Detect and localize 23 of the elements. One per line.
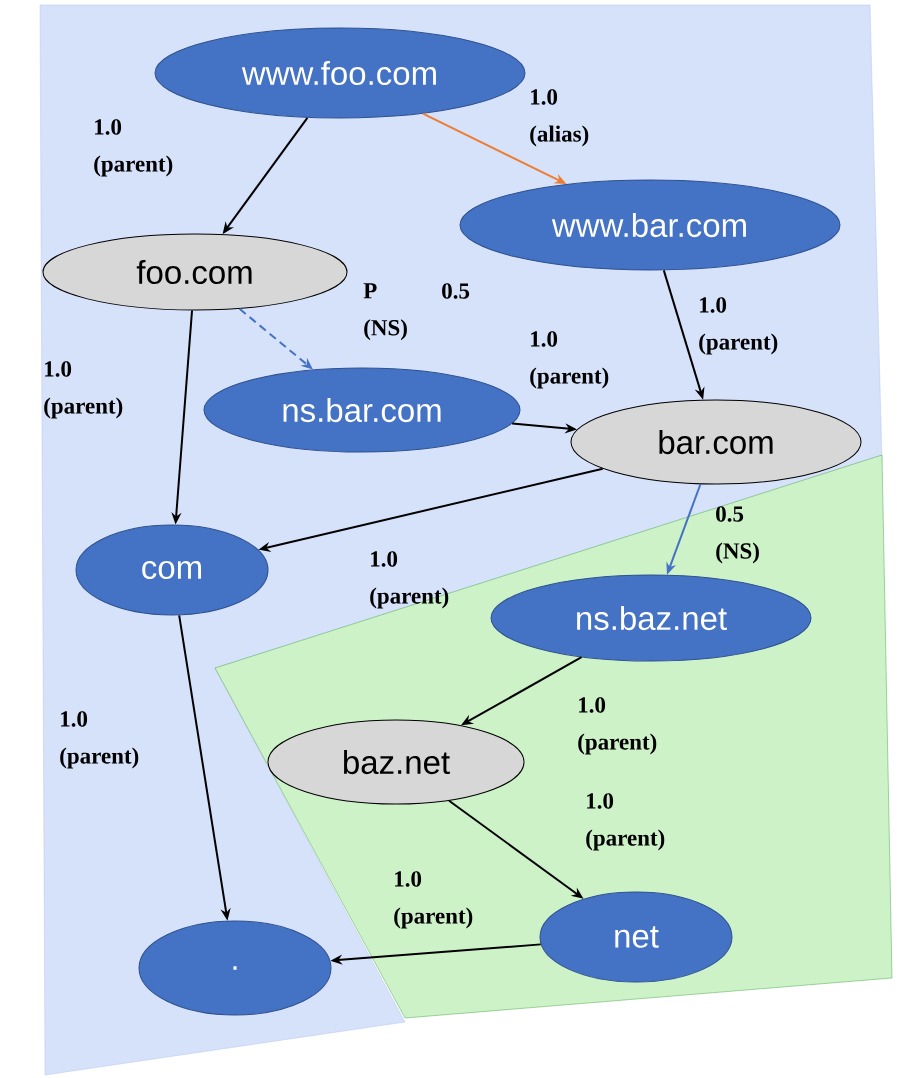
ellipse-node: net xyxy=(539,891,733,983)
ellipse-node: com xyxy=(75,524,269,616)
ellipse-node: baz.net xyxy=(267,719,525,805)
edge-label: 0.5 (NS) xyxy=(716,506,759,564)
ellipse-node: www.foo.com xyxy=(154,27,526,119)
edge-label: P (NS) xyxy=(363,283,407,341)
ellipse-node: ns.baz.net xyxy=(490,574,812,662)
edge-label: 1.0 (parent) xyxy=(578,697,657,755)
ellipse-node: . xyxy=(138,920,332,1016)
weight-label: 0.5 xyxy=(442,283,470,299)
edge-label: 1.0 (parent) xyxy=(94,119,173,177)
edge-label: 1.0 (parent) xyxy=(530,331,609,389)
edge-label: 1.0 (parent) xyxy=(44,361,123,419)
ellipse-node: bar.com xyxy=(570,399,862,485)
edge-label: 1.0 (parent) xyxy=(394,871,473,929)
edge-label: 1.0 (parent) xyxy=(699,297,778,355)
edge-label: 1.0 (alias) xyxy=(530,89,589,147)
edge-label: 1.0 (parent) xyxy=(586,793,665,851)
ellipse-node: www.bar.com xyxy=(459,179,841,271)
edge-label: 1.0 (parent) xyxy=(370,551,449,609)
edge-label: 1.0 (parent) xyxy=(60,711,139,769)
ellipse-node: foo.com xyxy=(42,233,348,311)
ellipse-node: ns.bar.com xyxy=(203,367,521,453)
